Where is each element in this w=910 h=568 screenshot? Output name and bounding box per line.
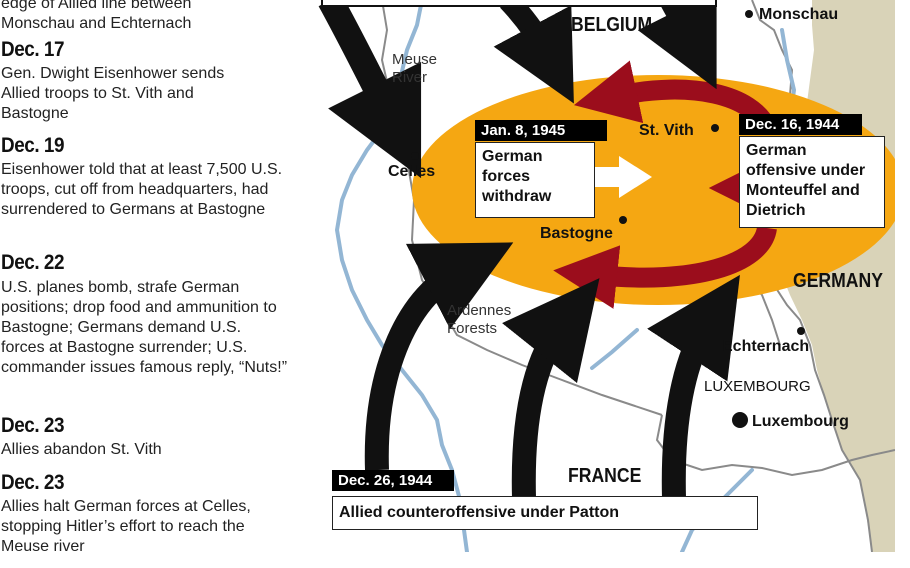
timeline-intro-fragment: edge of Allied line between Monschau and… — [1, 0, 192, 32]
withdraw-arrow — [595, 156, 652, 198]
label-luxembourg-country: LUXEMBOURG — [704, 378, 811, 395]
city-dot-st-vith — [711, 124, 719, 132]
label-germany: GERMANY — [793, 270, 883, 292]
city-markers — [411, 10, 805, 428]
label-meuse-line1: Meuse — [392, 51, 438, 68]
timeline-date: Dec. 23 — [1, 414, 65, 437]
date-tag-jan8: Jan. 8, 1945 — [475, 120, 607, 141]
timeline-text: Gen. Dwight Eisenhower sends Allied troo… — [1, 65, 225, 122]
label-france: FRANCE — [568, 465, 642, 487]
timeline-date: Dec. 22 — [1, 251, 65, 274]
callout-allied-counteroffensive: Allied counteroffensive under Patton — [332, 496, 758, 530]
label-meuse-river: Meuse River — [392, 51, 437, 87]
city-dot-celles — [411, 152, 419, 160]
timeline-date: Dec. 17 — [1, 38, 65, 61]
timeline-text: Allies halt German forces at Celles, sto… — [1, 498, 251, 555]
timeline-panel: edge of Allied line between Monschau and… — [0, 0, 300, 568]
timeline-date: Dec. 19 — [1, 134, 65, 157]
callout-german-withdraw: German forces withdraw — [475, 142, 595, 218]
label-belgium: BELGIUM — [571, 14, 653, 36]
date-tag-dec26: Dec. 26, 1944 — [332, 470, 454, 491]
city-dot-bastogne — [619, 216, 627, 224]
date-tag-dec16: Dec. 16, 1944 — [739, 114, 862, 135]
timeline-date: Dec. 23 — [1, 471, 65, 494]
battle-map: BELGIUM GERMANY FRANCE LUXEMBOURG Monsch… — [312, 0, 895, 552]
label-luxembourg-city: Luxembourg — [752, 413, 849, 430]
label-monschau: Monschau — [759, 6, 839, 23]
timeline-text: U.S. planes bomb, strafe German position… — [1, 279, 288, 376]
label-st-vith: St. Vith — [639, 122, 694, 139]
label-ardennes-line1: Ardennes — [447, 302, 512, 319]
city-dot-luxembourg — [732, 412, 748, 428]
label-celles: Celles — [388, 163, 436, 180]
label-meuse-line2: River — [392, 69, 428, 86]
label-ardennes-line2: Forests — [447, 320, 498, 337]
top-banner-box — [321, 0, 717, 7]
label-bastogne: Bastogne — [540, 225, 613, 242]
city-dot-monschau — [745, 10, 753, 18]
callout-german-offensive: German offensive under Monteuffel and Di… — [739, 136, 885, 228]
label-echternach: Echternach — [722, 338, 810, 355]
city-dot-echternach — [797, 327, 805, 335]
timeline-text: Eisenhower told that at least 7,500 U.S.… — [1, 161, 283, 218]
label-ardennes-forests: Ardennes Forests — [447, 302, 511, 338]
timeline-text: Allies abandon St. Vith — [1, 441, 162, 458]
